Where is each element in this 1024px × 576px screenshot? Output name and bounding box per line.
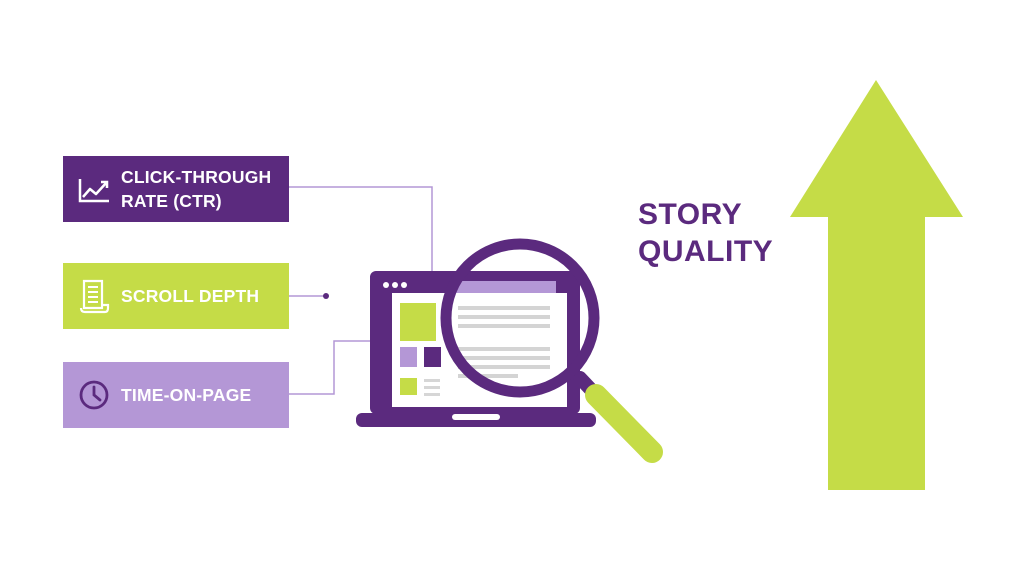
metric-ctr-box: CLICK-THROUGH RATE (CTR) xyxy=(63,156,289,222)
lens-header-bar xyxy=(453,281,556,293)
story-title-line1: STORY xyxy=(638,198,743,231)
metric-scroll-label: SCROLL DEPTH xyxy=(121,286,260,306)
window-dot xyxy=(401,282,407,288)
magnifier-lens-ring xyxy=(440,238,600,398)
up-arrow-icon xyxy=(790,80,963,490)
laptop-illustration xyxy=(356,271,596,427)
laptop-notch xyxy=(452,414,500,420)
connector-lines xyxy=(289,186,433,395)
content-block-green xyxy=(400,378,417,395)
magnifier-handle xyxy=(585,384,663,463)
metric-ctr-label: CLICK-THROUGH RATE (CTR) xyxy=(121,165,271,213)
clock-icon xyxy=(73,379,115,411)
connector-time xyxy=(289,340,402,395)
metric-ctr-line1: CLICK-THROUGH xyxy=(121,167,272,187)
content-text-lines xyxy=(424,379,440,396)
scroll-document-icon xyxy=(73,278,115,314)
metric-scroll-box: SCROLL DEPTH xyxy=(63,263,289,329)
lens-text-lines xyxy=(458,306,550,378)
trend-line-icon xyxy=(73,174,115,204)
content-block-purple xyxy=(424,347,441,367)
window-dot xyxy=(383,282,389,288)
story-quality-title: STORY QUALITY xyxy=(638,196,773,270)
content-block-lavender xyxy=(400,347,417,367)
metric-time-box: TIME-ON-PAGE xyxy=(63,362,289,428)
story-title-line2: QUALITY xyxy=(638,235,774,268)
magnifier-icon xyxy=(440,238,663,463)
window-dot xyxy=(392,282,398,288)
metric-ctr-line2: RATE (CTR) xyxy=(121,191,222,211)
connector-dot-scroll xyxy=(323,293,329,299)
content-image-green xyxy=(400,303,436,341)
metric-time-label: TIME-ON-PAGE xyxy=(121,385,252,405)
connector-ctr xyxy=(289,186,433,284)
